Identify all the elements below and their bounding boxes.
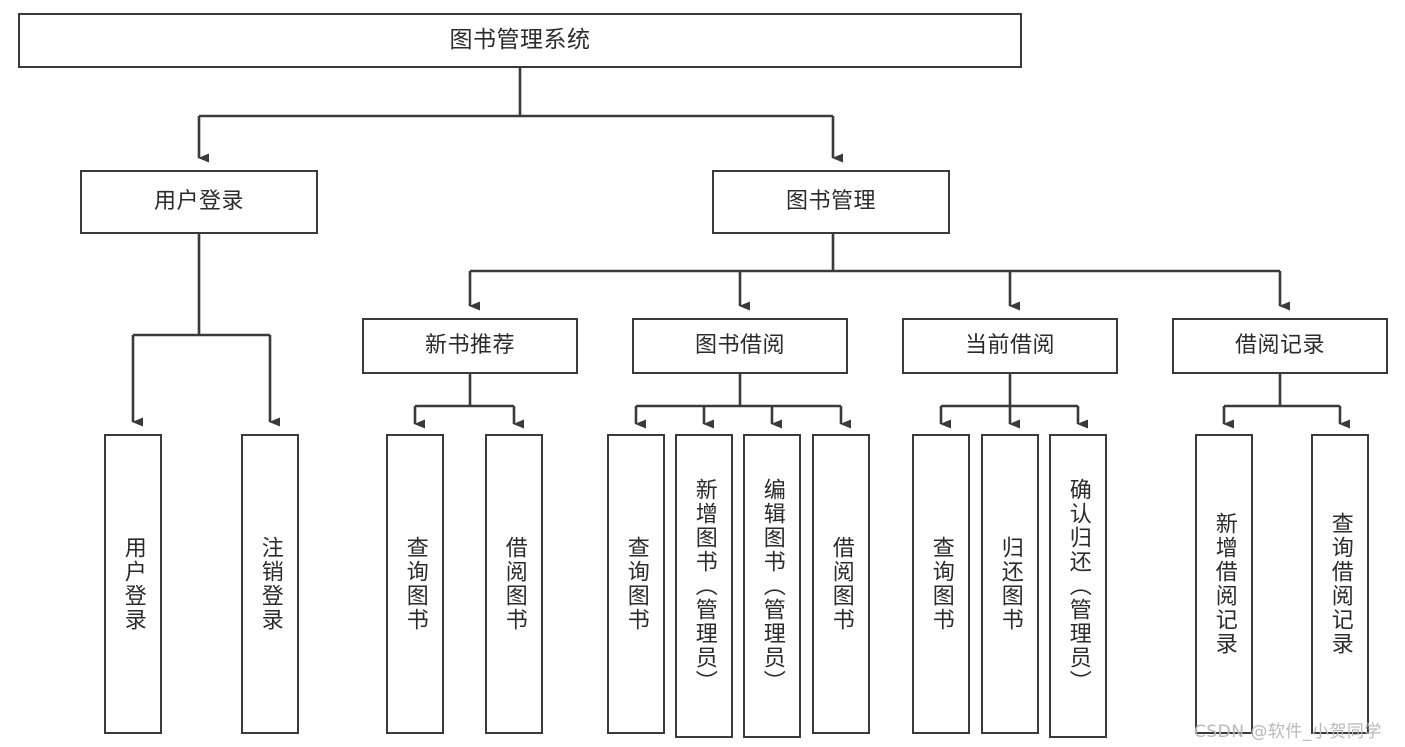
node-label: 图书管理: [785, 189, 876, 215]
node-label: 借阅图书: [501, 536, 527, 632]
node-label: 借阅记录: [1234, 333, 1325, 359]
node-leaf-confirm-return[interactable]: 确认归还（管理员）: [1049, 434, 1107, 738]
node-leaf-query-record[interactable]: 查询借阅记录: [1311, 434, 1369, 734]
node-label: 图书管理系统: [449, 26, 591, 53]
node-label: 图书借阅: [694, 333, 785, 359]
node-leaf-add-book[interactable]: 新增图书（管理员）: [675, 434, 733, 738]
node-book-borrow[interactable]: 图书借阅: [632, 318, 848, 374]
node-current-borrow[interactable]: 当前借阅: [902, 318, 1118, 374]
node-leaf-add-record[interactable]: 新增借阅记录: [1195, 434, 1253, 734]
node-label: 确认归还（管理员）: [1065, 478, 1091, 694]
node-label: 查询图书: [402, 536, 428, 632]
node-new-book-recommend[interactable]: 新书推荐: [362, 318, 578, 374]
node-label: 新增借阅记录: [1211, 512, 1237, 656]
node-leaf-user-logout[interactable]: 注销登录: [241, 434, 299, 734]
csdn-watermark: CSDN @软件_小贺同学: [1194, 722, 1382, 742]
node-label: 归还图书: [997, 536, 1023, 632]
node-label: 借阅图书: [828, 536, 854, 632]
node-label: 注销登录: [257, 536, 283, 632]
node-label: 用户登录: [120, 536, 146, 632]
node-label: 查询图书: [623, 536, 649, 632]
node-user-login[interactable]: 用户登录: [80, 170, 318, 234]
node-label: 查询图书: [928, 536, 954, 632]
node-leaf-borrow-book-1[interactable]: 借阅图书: [485, 434, 543, 734]
node-label: 编辑图书（管理员）: [759, 478, 785, 694]
node-root-system[interactable]: 图书管理系统: [18, 13, 1022, 68]
node-label: 当前借阅: [964, 333, 1055, 359]
node-label: 查询借阅记录: [1327, 512, 1353, 656]
node-label: 用户登录: [153, 189, 244, 215]
node-label: 新书推荐: [424, 333, 515, 359]
node-leaf-query-book-1[interactable]: 查询图书: [386, 434, 444, 734]
node-leaf-edit-book[interactable]: 编辑图书（管理员）: [743, 434, 801, 738]
node-book-management[interactable]: 图书管理: [712, 170, 950, 234]
node-leaf-return-book[interactable]: 归还图书: [981, 434, 1039, 734]
node-leaf-query-book-2[interactable]: 查询图书: [607, 434, 665, 734]
node-leaf-query-book-3[interactable]: 查询图书: [912, 434, 970, 734]
node-label: 新增图书（管理员）: [691, 478, 717, 694]
node-borrow-record[interactable]: 借阅记录: [1172, 318, 1388, 374]
node-leaf-user-login[interactable]: 用户登录: [104, 434, 162, 734]
node-leaf-borrow-book-2[interactable]: 借阅图书: [812, 434, 870, 734]
